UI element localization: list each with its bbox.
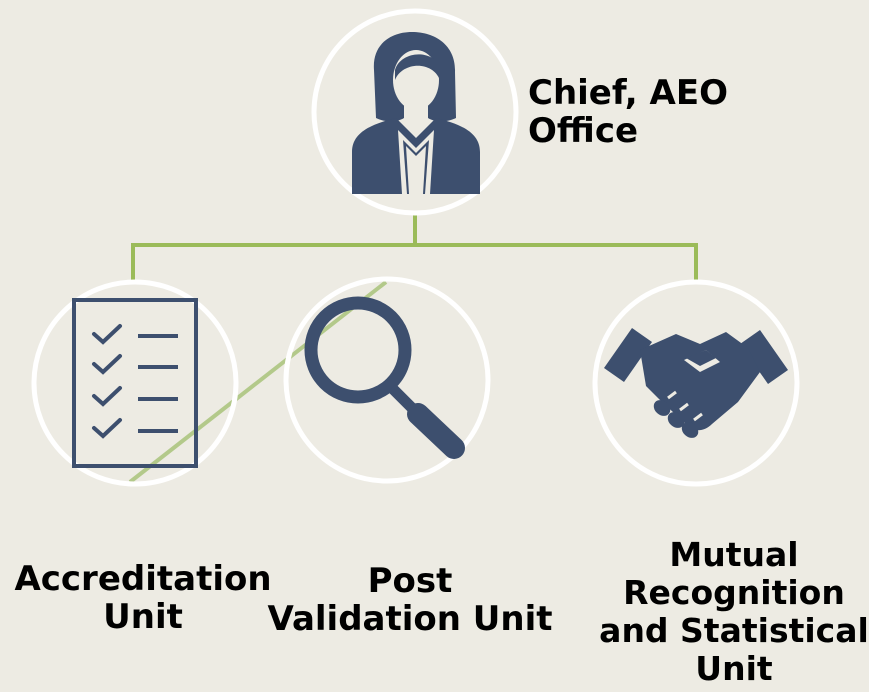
mutual-recognition-unit-label: Mutual Recognition and Statistical Unit [599,535,869,688]
connector-lines [131,212,698,282]
post-validation-node [283,276,491,484]
accreditation-node [31,279,239,487]
magnifying-glass-icon [304,296,465,459]
post-validation-unit-label: Post Validation Unit [267,561,553,639]
handshake-icon [604,328,788,438]
mutual-node [592,279,800,487]
businesswoman-icon [352,32,480,194]
decorative-diagonal-line [128,280,388,484]
checklist-icon [72,298,198,468]
chief-label: Chief, AEO Office [528,73,728,151]
accreditation-unit-label: Accreditation Unit [14,559,272,637]
chief-node [311,8,519,216]
